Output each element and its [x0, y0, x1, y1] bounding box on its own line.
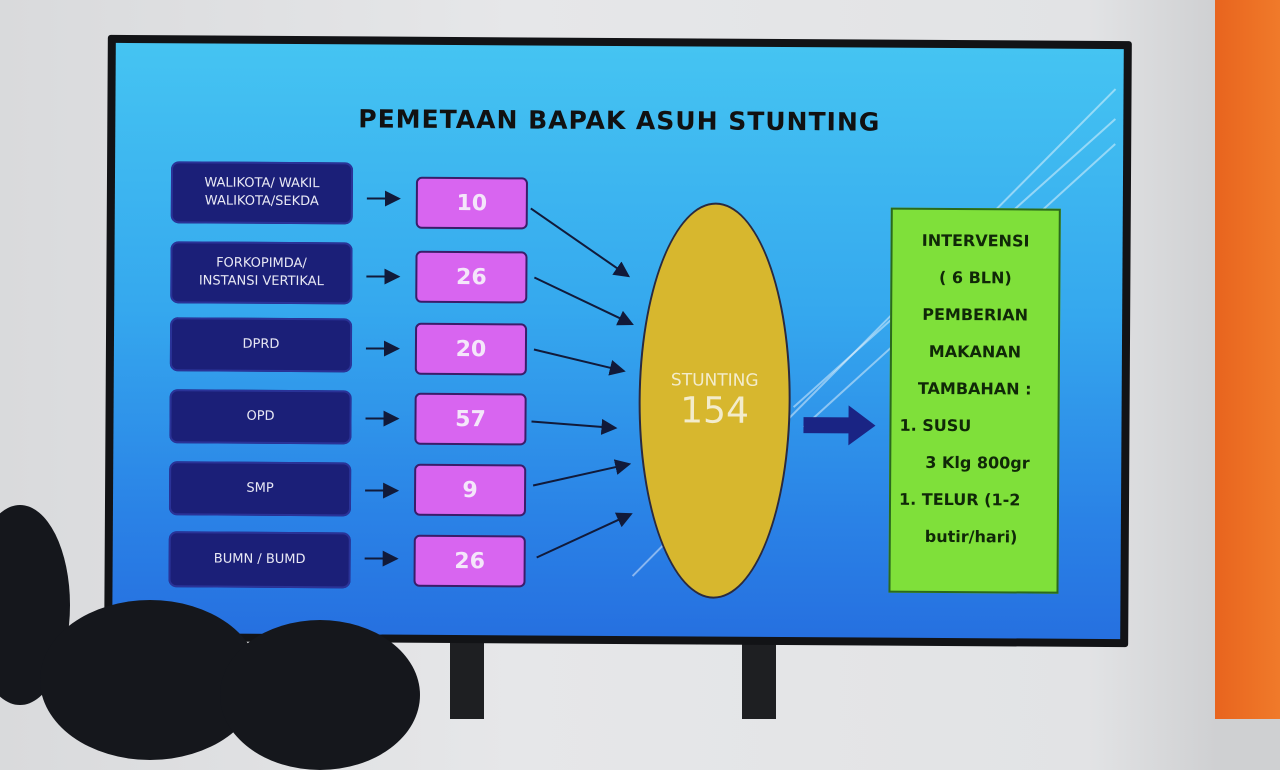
- source-box-dprd: DPRD: [170, 317, 352, 372]
- arrow-to-stunting-1: [530, 208, 628, 276]
- slide: PEMETAAN BAPAK ASUH STUNTING WALIKOTA/ W…: [112, 43, 1124, 639]
- arrow-to-stunting-4: [531, 421, 615, 428]
- value-box: 57: [414, 393, 526, 446]
- source-label: OPD: [246, 408, 274, 426]
- intervention-text: PEMBERIAN: [892, 296, 1058, 334]
- source-label: DPRD: [242, 336, 279, 354]
- intervention-box: INTERVENSI ( 6 BLN) PEMBERIAN MAKANAN TA…: [888, 208, 1060, 594]
- source-label: INSTANSI VERTIKAL: [199, 272, 324, 291]
- arrow-to-stunting-2: [534, 277, 632, 324]
- source-box-smp: SMP: [169, 461, 351, 516]
- slide-title: PEMETAAN BAPAK ASUH STUNTING: [115, 103, 1123, 138]
- audience-head: [220, 620, 420, 770]
- value-box: 9: [414, 464, 526, 517]
- big-arrow-right-icon: [803, 405, 875, 445]
- intervention-item-detail: butir/hari): [891, 518, 1057, 556]
- orange-wall-panel: [1215, 0, 1280, 719]
- intervention-item: 1. SUSU: [891, 407, 1057, 445]
- intervention-text: MAKANAN: [892, 333, 1058, 371]
- value-box: 26: [415, 251, 527, 304]
- intervention-text: ( 6 BLN): [892, 259, 1058, 297]
- source-label: BUMN / BUMD: [214, 551, 306, 570]
- stunting-total: 154: [680, 390, 749, 431]
- stunting-label: STUNTING: [671, 370, 759, 391]
- value-box: 10: [416, 177, 528, 230]
- source-box-bumn: BUMN / BUMD: [168, 531, 350, 588]
- value-box: 20: [415, 323, 527, 376]
- source-label: SMP: [246, 480, 273, 498]
- intervention-text: TAMBAHAN :: [892, 370, 1058, 408]
- source-label: WALIKOTA/SEKDA: [204, 192, 319, 211]
- arrow-to-stunting-5: [533, 463, 629, 486]
- tv-stand-leg: [742, 640, 776, 719]
- tv-stand-leg: [450, 640, 484, 719]
- intervention-item: 1. TELUR (1-2: [891, 481, 1057, 519]
- source-label: FORKOPIMDA/: [199, 254, 324, 273]
- arrow-to-stunting-3: [534, 349, 624, 371]
- intervention-text: INTERVENSI: [893, 222, 1059, 260]
- source-label: WALIKOTA/ WAKIL: [204, 174, 319, 193]
- value-box: 26: [413, 535, 525, 588]
- arrow-to-stunting-6: [537, 514, 631, 559]
- source-box-opd: OPD: [169, 389, 351, 444]
- source-box-forkopimda: FORKOPIMDA/INSTANSI VERTIKAL: [170, 241, 352, 304]
- intervention-item-detail: 3 Klg 800gr: [891, 444, 1057, 482]
